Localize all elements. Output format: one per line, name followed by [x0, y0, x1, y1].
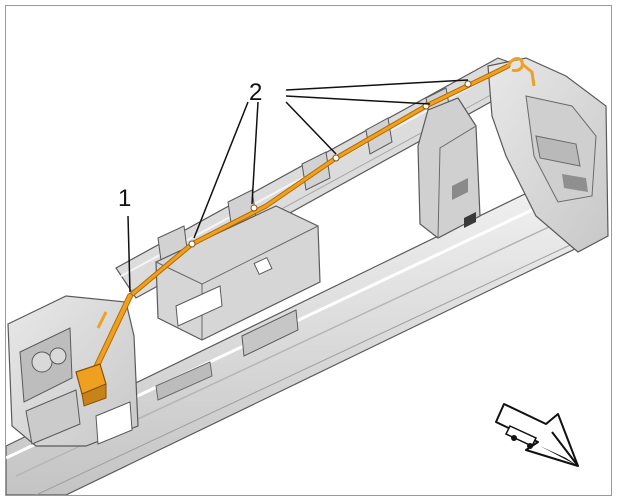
callout-label-2: 2 [249, 79, 262, 106]
callout-label-1: 1 [118, 185, 131, 212]
right-tall-bracket [417, 97, 481, 239]
left-end-bracket [7, 295, 139, 447]
car-direction-arrow-icon [495, 403, 579, 467]
leader-lines [127, 79, 469, 293]
center-box-bracket [155, 205, 321, 401]
right-end-housing [487, 57, 609, 253]
wiring-diagram: 1 2 [6, 57, 609, 495]
diagram-frame: 1 2 [5, 5, 612, 496]
harness-connector [75, 363, 107, 407]
